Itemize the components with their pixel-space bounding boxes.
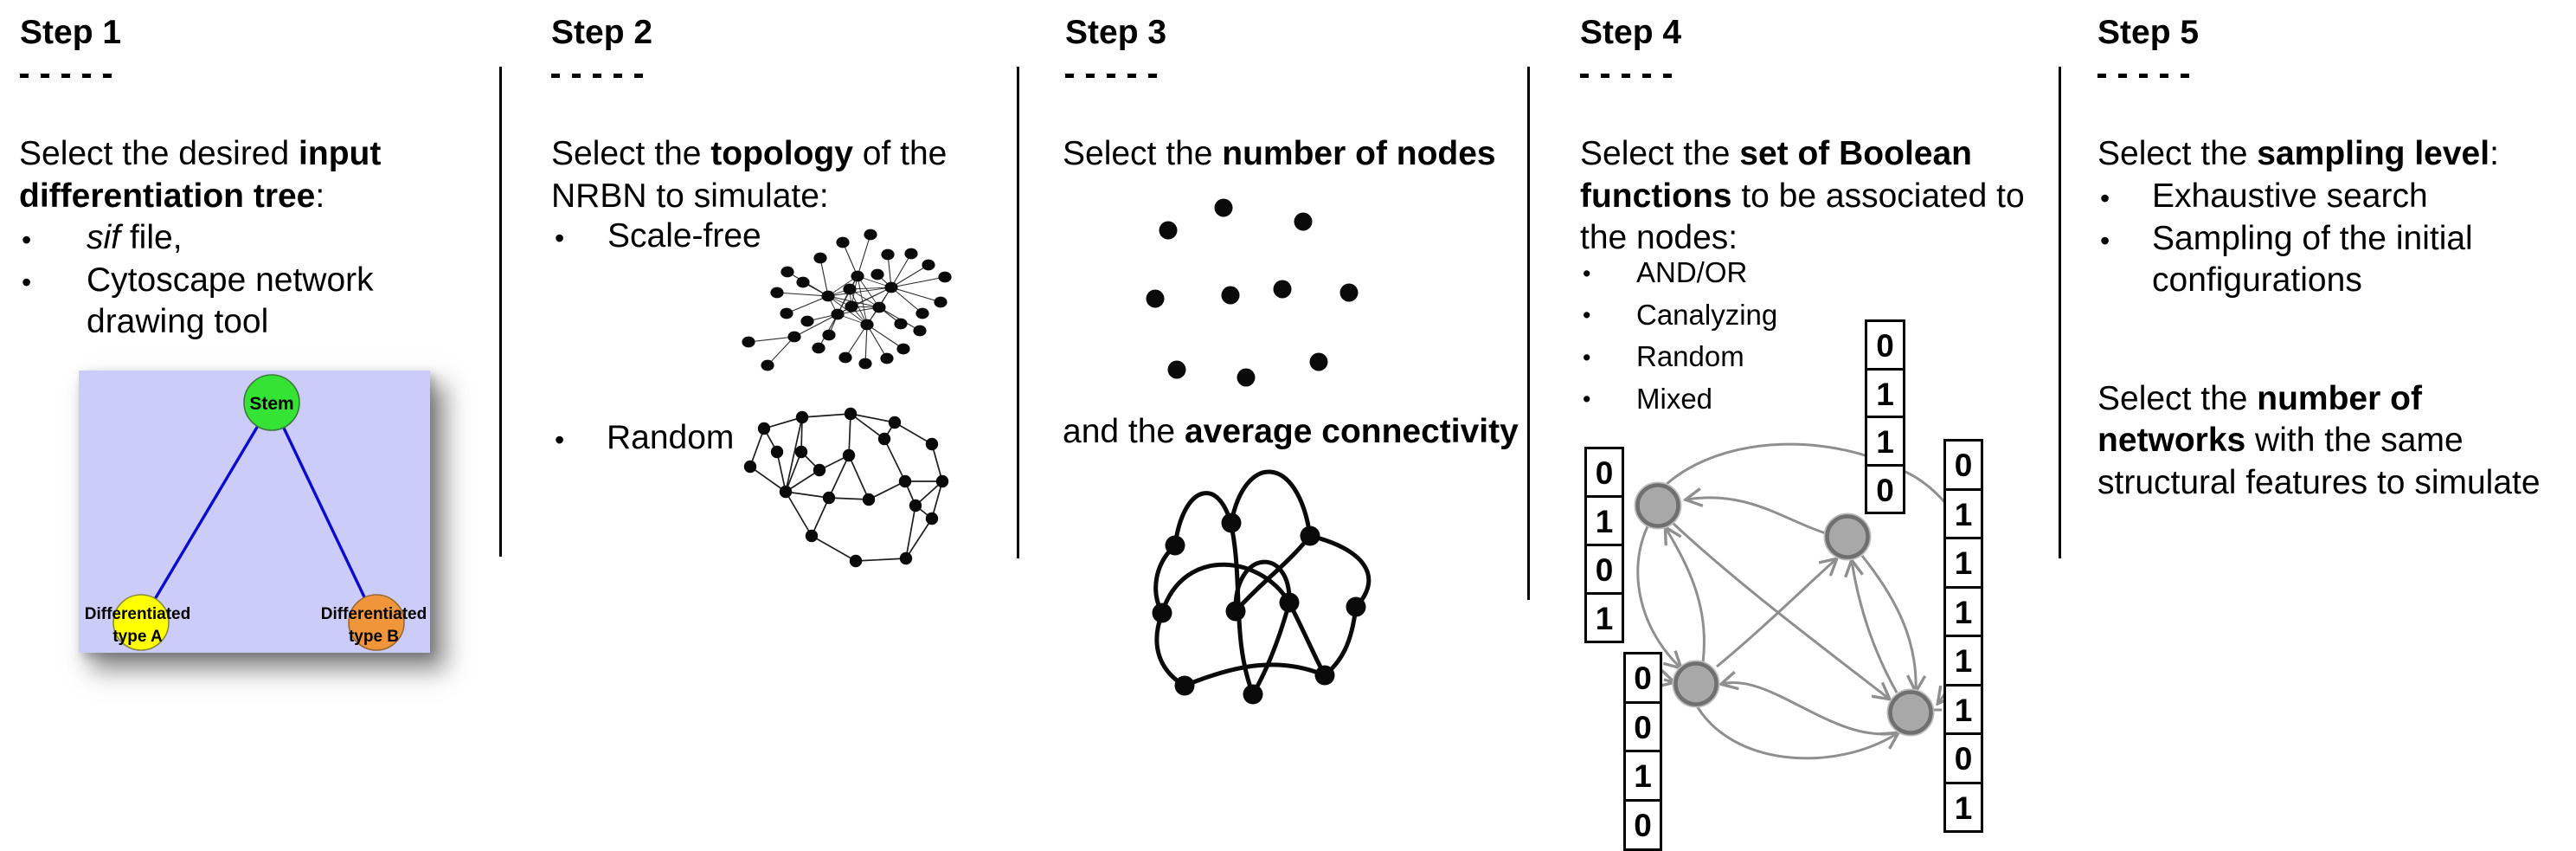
svg-text:Differentiated: Differentiated [321,605,427,623]
svg-text:Differentiated: Differentiated [85,605,190,623]
svg-text:type B: type B [349,628,399,646]
svg-text:type A: type A [112,628,163,646]
svg-text:Stem: Stem [249,394,293,414]
